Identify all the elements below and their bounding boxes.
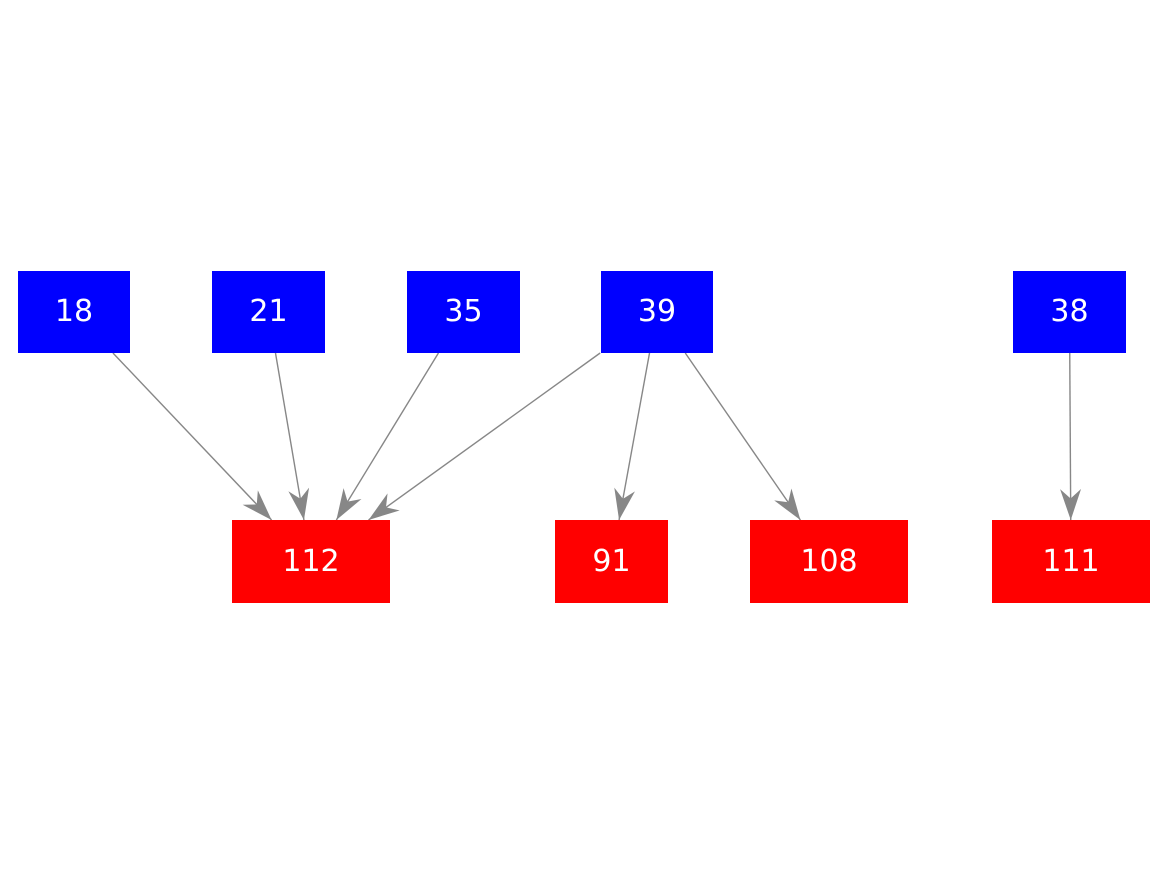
edge-18-to-112 xyxy=(112,352,273,521)
node-label: 18 xyxy=(54,294,94,329)
node-label: 35 xyxy=(444,294,483,329)
edge-group xyxy=(112,352,1082,521)
edge-39-to-91 xyxy=(614,352,651,521)
node-35: 35 xyxy=(407,271,520,353)
node-label: 108 xyxy=(800,543,858,579)
node-label: 111 xyxy=(1042,543,1100,579)
node-label: 38 xyxy=(1050,294,1089,329)
edge-38-to-111 xyxy=(1060,352,1082,521)
edge-39-to-108 xyxy=(684,352,801,521)
edge-21-to-112 xyxy=(274,352,310,521)
node-label: 21 xyxy=(249,294,288,329)
edge-35-to-112 xyxy=(335,352,440,521)
node-18: 18 xyxy=(18,271,130,353)
node-label: 112 xyxy=(282,543,340,579)
node-112: 112 xyxy=(232,520,390,603)
node-39: 39 xyxy=(601,271,713,353)
edge-39-to-112 xyxy=(368,352,601,521)
node-38: 38 xyxy=(1013,271,1126,353)
node-label: 39 xyxy=(637,294,677,329)
node-108: 108 xyxy=(750,520,908,603)
node-21: 21 xyxy=(212,271,325,353)
node-111: 111 xyxy=(992,520,1150,603)
node-91: 91 xyxy=(555,520,668,603)
node-label: 91 xyxy=(592,543,631,579)
